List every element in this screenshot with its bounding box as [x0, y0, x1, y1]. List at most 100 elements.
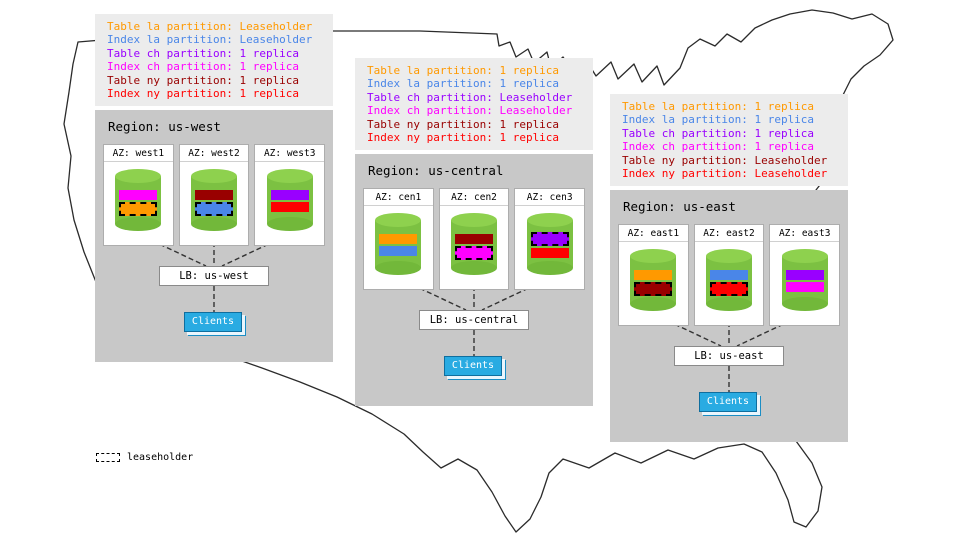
load-balancer: LB: us-east — [674, 346, 784, 366]
partition-bar — [195, 202, 233, 216]
cylinder-top — [375, 213, 422, 227]
partition-bar — [710, 282, 748, 296]
partition-bar — [634, 282, 673, 296]
database-cylinder — [375, 213, 422, 275]
partition-note: Index ch partition: Leaseholder — [367, 104, 573, 118]
az-label: AZ: west3 — [255, 145, 325, 162]
cylinder-top — [706, 249, 752, 263]
cylinder-top — [451, 213, 497, 227]
partition-bar — [379, 246, 418, 256]
database-cylinder — [451, 213, 497, 275]
partition-bars — [119, 188, 158, 216]
partition-bar — [119, 202, 158, 216]
partition-bar — [119, 190, 158, 200]
partition-note: Table ch partition: 1 replica — [622, 126, 815, 140]
partition-notes-us-east: Table la partition: 1 replica Index la p… — [610, 94, 848, 186]
az-box-cen1: AZ: cen1 — [363, 188, 434, 290]
cylinder-top — [526, 213, 573, 227]
az-box-west1: AZ: west1 — [103, 144, 174, 246]
partition-bar — [195, 190, 233, 200]
partition-bar — [270, 190, 309, 200]
az-box-cen3: AZ: cen3 — [514, 188, 586, 290]
az-label: AZ: east1 — [619, 225, 688, 242]
az-label: AZ: east2 — [694, 225, 764, 242]
partition-note: Index ny partition: 1 replica — [367, 131, 560, 145]
cylinder-top — [266, 169, 313, 183]
load-balancer: LB: us-west — [159, 266, 269, 286]
database-cylinder — [191, 169, 237, 231]
partition-bar — [455, 234, 493, 244]
partition-notes-us-west: Table la partition: Leaseholder Index la… — [95, 14, 333, 106]
region-title: Region: us-west — [108, 119, 221, 134]
partition-bars — [634, 268, 673, 296]
cylinder-top — [191, 169, 237, 183]
partition-bar — [530, 248, 569, 258]
clients-box: Clients — [184, 312, 242, 332]
cylinder-top — [115, 169, 162, 183]
partition-note: Index ny partition: Leaseholder — [622, 167, 828, 181]
database-cylinder — [630, 249, 677, 311]
partition-note: Table ny partition: Leaseholder — [622, 153, 828, 167]
partition-note: Table ny partition: 1 replica — [367, 117, 560, 131]
az-row: AZ: cen1 AZ: cen2 — [363, 188, 586, 290]
partition-bar — [785, 270, 824, 280]
database-cylinder — [266, 169, 313, 231]
region-group-us-west: Table la partition: Leaseholder Index la… — [95, 14, 333, 362]
partition-bar — [710, 270, 748, 280]
load-balancer: LB: us-central — [419, 310, 529, 330]
az-label: AZ: cen3 — [515, 189, 585, 206]
partition-bar — [455, 246, 493, 260]
cylinder-top — [781, 249, 828, 263]
partition-bars — [455, 232, 493, 260]
az-box-west3: AZ: west3 — [254, 144, 326, 246]
partition-note: Table ch partition: 1 replica — [107, 46, 300, 60]
az-label: AZ: cen2 — [439, 189, 509, 206]
leaseholder-swatch-icon — [96, 453, 120, 462]
region-panel-us-central: Region: us-central AZ: cen1 AZ: cen2 — [355, 154, 593, 406]
partition-bars — [530, 232, 569, 260]
partition-bar — [530, 232, 569, 246]
clients-box: Clients — [444, 356, 502, 376]
az-box-east3: AZ: east3 — [769, 224, 841, 326]
region-panel-us-east: Region: us-east AZ: east1 AZ: east2 — [610, 190, 848, 442]
partition-note: Index ny partition: 1 replica — [107, 87, 300, 101]
clients-box: Clients — [699, 392, 757, 412]
az-row: AZ: east1 AZ: east2 — [618, 224, 841, 326]
connector-lines — [397, 277, 551, 356]
partition-note: Table ch partition: Leaseholder — [367, 90, 573, 104]
az-box-west2: AZ: west2 — [178, 144, 250, 246]
partition-note: Table la partition: 1 replica — [622, 100, 815, 113]
cylinder-top — [630, 249, 677, 263]
az-row: AZ: west1 AZ: west2 — [103, 144, 326, 246]
region-title: Region: us-east — [623, 199, 736, 214]
partition-bar — [270, 202, 309, 212]
partition-bars — [785, 268, 824, 294]
partition-note: Index la partition: 1 replica — [367, 77, 560, 91]
partition-bars — [710, 268, 748, 296]
partition-note: Index la partition: Leaseholder — [107, 33, 313, 47]
partition-bar — [785, 282, 824, 292]
az-box-east1: AZ: east1 — [618, 224, 689, 326]
leaseholder-legend-label: leaseholder — [127, 452, 194, 463]
connector-lines — [652, 313, 806, 392]
database-cylinder — [781, 249, 828, 311]
region-title: Region: us-central — [368, 163, 504, 178]
az-box-east2: AZ: east2 — [693, 224, 765, 326]
region-group-us-central: Table la partition: 1 replica Index la p… — [355, 58, 593, 406]
connector-lines — [137, 233, 291, 312]
az-box-cen2: AZ: cen2 — [438, 188, 510, 290]
partition-bars — [270, 188, 309, 214]
partition-note: Index la partition: 1 replica — [622, 113, 815, 127]
partition-note: Table la partition: 1 replica — [367, 64, 560, 77]
partition-note: Index ch partition: 1 replica — [107, 60, 300, 74]
az-label: AZ: cen1 — [364, 189, 433, 206]
az-label: AZ: east3 — [770, 225, 840, 242]
az-label: AZ: west1 — [104, 145, 173, 162]
leaseholder-legend: leaseholder — [96, 452, 193, 463]
region-panel-us-west: Region: us-west AZ: west1 AZ: west2 — [95, 110, 333, 362]
region-group-us-east: Table la partition: 1 replica Index la p… — [610, 94, 848, 442]
database-cylinder — [526, 213, 573, 275]
database-cylinder — [706, 249, 752, 311]
database-cylinder — [115, 169, 162, 231]
partition-bars — [379, 232, 418, 258]
